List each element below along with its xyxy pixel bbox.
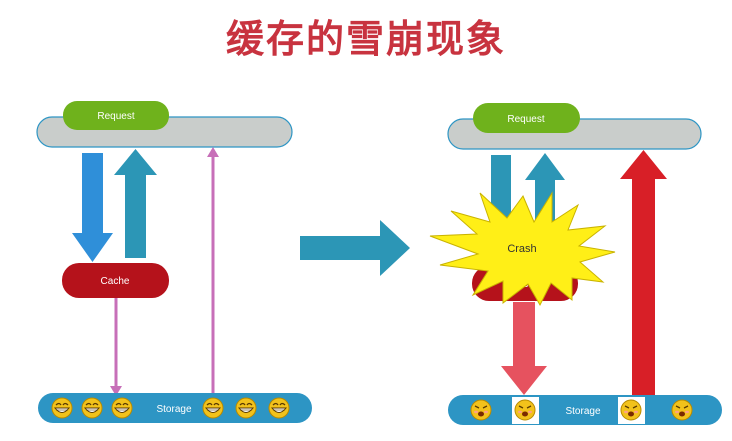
left-request-label: Request (97, 111, 134, 122)
right-diagram: Request Cache Crash Storage (429, 103, 722, 425)
transition-arrow-right (300, 220, 410, 276)
laughing-face-icon (81, 397, 103, 419)
laughing-face-icon (51, 397, 73, 419)
left-down-arrow (72, 153, 113, 262)
left-up-arrow (114, 149, 157, 258)
sick-face-icon (514, 399, 536, 421)
laughing-face-icon (202, 397, 224, 419)
left-cache-label: Cache (101, 276, 130, 287)
sick-face-icon (620, 399, 642, 421)
right-request-label: Request (507, 114, 544, 125)
sick-face-icon (671, 399, 693, 421)
laughing-face-icon (111, 397, 133, 419)
left-line-arrowhead-down (110, 386, 122, 396)
right-storage-label: Storage (565, 406, 600, 417)
crash-label: Crash (507, 243, 536, 255)
left-request-pill (63, 101, 169, 130)
laughing-face-icon (235, 397, 257, 419)
page-title: 缓存的雪崩现象 (225, 17, 506, 61)
left-line-arrowhead-up (207, 147, 219, 157)
left-storage-label: Storage (156, 404, 191, 415)
right-cache-to-storage-arrow (501, 302, 547, 395)
crash-burst (429, 191, 616, 307)
right-storage-to-request-arrow (620, 150, 667, 395)
laughing-face-icon (268, 397, 290, 419)
left-cache (62, 263, 169, 298)
left-diagram: Request Cache Storage (36, 101, 312, 423)
sick-face-icon (470, 399, 492, 421)
right-request-pill (473, 103, 580, 133)
